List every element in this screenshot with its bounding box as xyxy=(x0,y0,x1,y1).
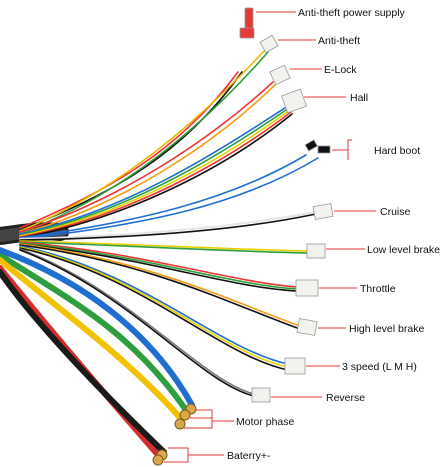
label-low-level-brake: Low level brake xyxy=(367,244,440,256)
connector-icon xyxy=(296,318,318,336)
connector-icon xyxy=(259,34,279,54)
label-e-lock: E-Lock xyxy=(324,64,357,76)
connector-icon xyxy=(284,357,306,375)
connector-icon xyxy=(281,88,307,114)
label-battery: Baterry+- xyxy=(227,450,271,462)
label-hall: Hall xyxy=(350,92,368,104)
connector-icon xyxy=(312,203,334,220)
label-motor-phase: Motor phase xyxy=(236,416,295,428)
label-high-level-brake: High level brake xyxy=(349,323,424,335)
label-throttle: Throttle xyxy=(360,283,396,295)
bullet-connector-icon xyxy=(317,145,331,154)
ring-terminal-icon xyxy=(152,454,164,466)
labels: Anti-theft power supply Anti-theft E-Loc… xyxy=(227,7,440,462)
label-hard-boot: Hard boot xyxy=(374,145,420,157)
bullet-connector-icon xyxy=(304,139,318,152)
connector-icon xyxy=(295,279,319,297)
label-anti-theft: Anti-theft xyxy=(318,35,360,47)
connectors xyxy=(239,7,334,403)
power-wires xyxy=(0,247,195,458)
connector-icon xyxy=(251,387,271,403)
connector-icon xyxy=(306,243,326,259)
label-cruise: Cruise xyxy=(380,206,411,218)
ring-terminal-icon xyxy=(174,418,186,430)
label-reverse: Reverse xyxy=(326,392,365,404)
signal-wires xyxy=(18,49,319,397)
label-anti-theft-power-supply: Anti-theft power supply xyxy=(298,7,406,19)
connector-icon xyxy=(244,7,254,31)
ring-terminals xyxy=(152,403,197,466)
connector-icon xyxy=(269,64,291,86)
callout-lines xyxy=(164,11,376,463)
ring-terminal-icon xyxy=(179,409,191,421)
label-three-speed: 3 speed (L M H) xyxy=(342,361,417,373)
